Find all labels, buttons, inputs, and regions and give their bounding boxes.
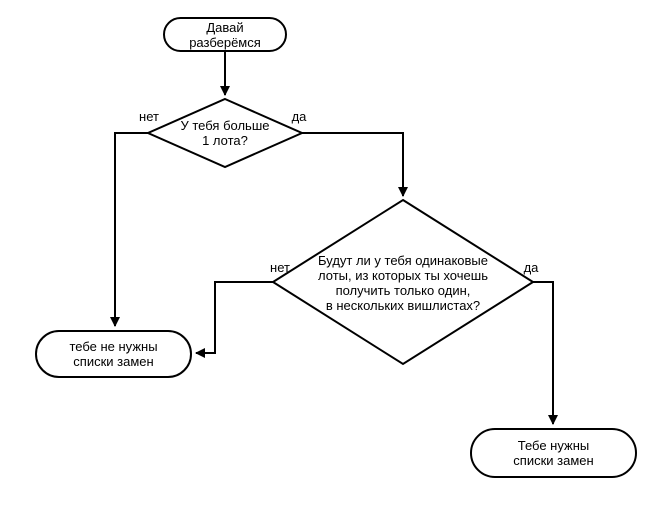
node-result-yes[interactable]: Тебе нужны списки замен [470, 428, 637, 478]
connector-decision1-yes [300, 132, 408, 197]
connector-decision2-yes [531, 281, 558, 425]
node-result-yes-label: Тебе нужны списки замен [513, 438, 594, 468]
connector-decision1-no [110, 132, 150, 327]
edge-label-decision2-no: нет [270, 260, 290, 275]
node-start[interactable]: Давай разберёмся [163, 17, 287, 52]
decision2-diamond[interactable] [271, 198, 535, 366]
decision1-label: У тебя больше 1 лота? [180, 118, 270, 148]
connector-decision2-no [195, 281, 274, 358]
node-result-no[interactable]: тебе не нужны списки замен [35, 330, 192, 378]
node-result-no-label: тебе не нужны списки замен [69, 339, 158, 369]
decision2-label: Будут ли у тебя одинаковые лоты, из кото… [318, 252, 488, 313]
edge-label-decision1-yes: да [291, 109, 307, 124]
edge-label-decision1-no: нет [139, 109, 159, 124]
edge-label-decision2-yes: да [523, 260, 539, 275]
decision1-diamond[interactable] [145, 97, 305, 169]
node-start-label: Давай разберёмся [189, 19, 261, 50]
